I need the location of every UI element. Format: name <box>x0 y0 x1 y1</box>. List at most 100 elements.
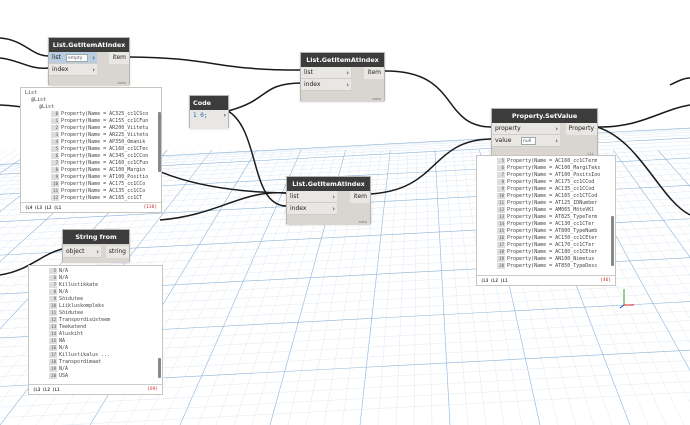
scrollbar[interactable] <box>158 358 161 378</box>
item-value: N/A <box>59 366 69 372</box>
tree-header: @List <box>39 104 55 110</box>
property-set-value-node[interactable]: Property.SetValue property › value null … <box>491 108 598 157</box>
port-label: object <box>66 248 85 255</box>
item-index: 3 <box>51 132 59 138</box>
item-value: Property(Name = AN100_Nimetus <box>507 256 595 262</box>
item-value: Property(Name = AC170_cc1CTer <box>507 242 595 248</box>
item-index: 19 <box>49 366 57 372</box>
output-port-property[interactable]: Property <box>565 123 597 135</box>
item-index: 7 <box>51 160 59 166</box>
code-block-node[interactable]: Code Block 1 0; › <box>189 95 229 129</box>
item-index: 8 <box>51 167 59 173</box>
item-index: 12 <box>51 195 59 201</box>
list-levels: (L4 (L3 (L2 (L1 <box>25 205 62 210</box>
item-value: NA <box>59 338 66 344</box>
item-index: 10 <box>51 181 59 187</box>
output-port-item[interactable]: item <box>350 191 370 203</box>
item-value: Aluskiht <box>59 331 84 337</box>
input-port-index[interactable]: index › <box>49 64 97 76</box>
port-value-field[interactable]: null <box>521 137 536 145</box>
port-label: Property <box>568 125 594 132</box>
port-value-field[interactable]: empty <box>66 54 88 62</box>
item-index: 11 <box>497 200 505 206</box>
item-value: Property(Name = AC160_cc1CTerm <box>507 158 598 164</box>
input-port-object[interactable]: object › <box>63 246 101 258</box>
item-index: 2 <box>51 125 59 131</box>
wire-code-to-getitem3 <box>227 110 287 207</box>
item-index: 1 <box>51 118 59 124</box>
input-port-list[interactable]: list › <box>287 191 337 203</box>
item-value: Killustikkate <box>59 282 99 288</box>
item-index: 10 <box>49 303 57 309</box>
item-index: 14 <box>49 331 57 337</box>
item-count: {46} <box>600 278 611 283</box>
item-value: Property(Name = AC135_cc1CCo <box>61 188 146 194</box>
port-label: item <box>112 54 126 61</box>
scrollbar[interactable] <box>158 112 161 172</box>
item-index: 8 <box>497 179 505 185</box>
get-item-at-index-node-2[interactable]: List.GetItemAtIndex list › index › item … <box>300 52 385 102</box>
node-title: List.GetItemAtIndex <box>287 177 370 191</box>
item-index: 15 <box>497 228 505 234</box>
code-editor[interactable]: 1 0; <box>193 112 208 119</box>
port-label: string <box>108 248 126 255</box>
input-port-index[interactable]: index › <box>287 203 337 215</box>
port-label: property <box>495 125 521 132</box>
port-label: list <box>304 69 313 76</box>
wire-left-to-stringobj <box>0 248 63 276</box>
item-count: {138} <box>143 205 157 210</box>
item-index: 15 <box>49 338 57 344</box>
input-port-index[interactable]: index › <box>301 79 351 91</box>
output-port-item[interactable]: item <box>109 52 129 64</box>
output-port-item[interactable]: item <box>364 67 384 79</box>
item-value: Property(Name = AT825_TypeTerm <box>507 214 598 220</box>
item-index: 17 <box>49 352 57 358</box>
input-port-property[interactable]: property › <box>492 123 560 135</box>
item-index: 8 <box>49 289 57 295</box>
wire-code-to-getitem2 <box>227 82 301 112</box>
item-value: Property(Name = AC155_cc1CFun <box>61 118 149 124</box>
input-port-list[interactable]: list empty › <box>49 52 97 64</box>
item-value: N/A <box>59 275 69 281</box>
input-port-list[interactable]: list › <box>301 67 351 79</box>
item-value: Property(Name = AC175_cc1CCo <box>61 181 146 187</box>
item-value: Sõidutee <box>59 310 84 316</box>
string-from-object-node[interactable]: String from Object object › string <box>62 229 130 263</box>
output-port-string[interactable]: string <box>105 246 129 258</box>
wire-getitem2-to-setvalue <box>383 70 492 128</box>
item-index: 10 <box>497 193 505 199</box>
item-index: 18 <box>497 249 505 255</box>
wire-setvalue-out-2 <box>596 126 690 216</box>
item-value: Property(Name = AC345_cc1CCon <box>61 153 149 159</box>
item-index: 13 <box>49 324 57 330</box>
node-title: Code Block <box>190 96 228 121</box>
wire-setvalue-out <box>596 104 690 128</box>
item-index: 17 <box>497 242 505 248</box>
item-index: 0 <box>51 111 59 117</box>
wire-right-edge <box>669 77 690 86</box>
scrollbar[interactable] <box>611 216 614 266</box>
get-item-at-index-node-1[interactable]: List.GetItemAtIndex list empty › index ›… <box>48 37 130 86</box>
output-arrow-icon[interactable]: › <box>223 112 226 119</box>
get-item-at-index-node-3[interactable]: List.GetItemAtIndex list › index › item … <box>286 176 371 225</box>
input-port-value[interactable]: value null › <box>492 135 560 147</box>
